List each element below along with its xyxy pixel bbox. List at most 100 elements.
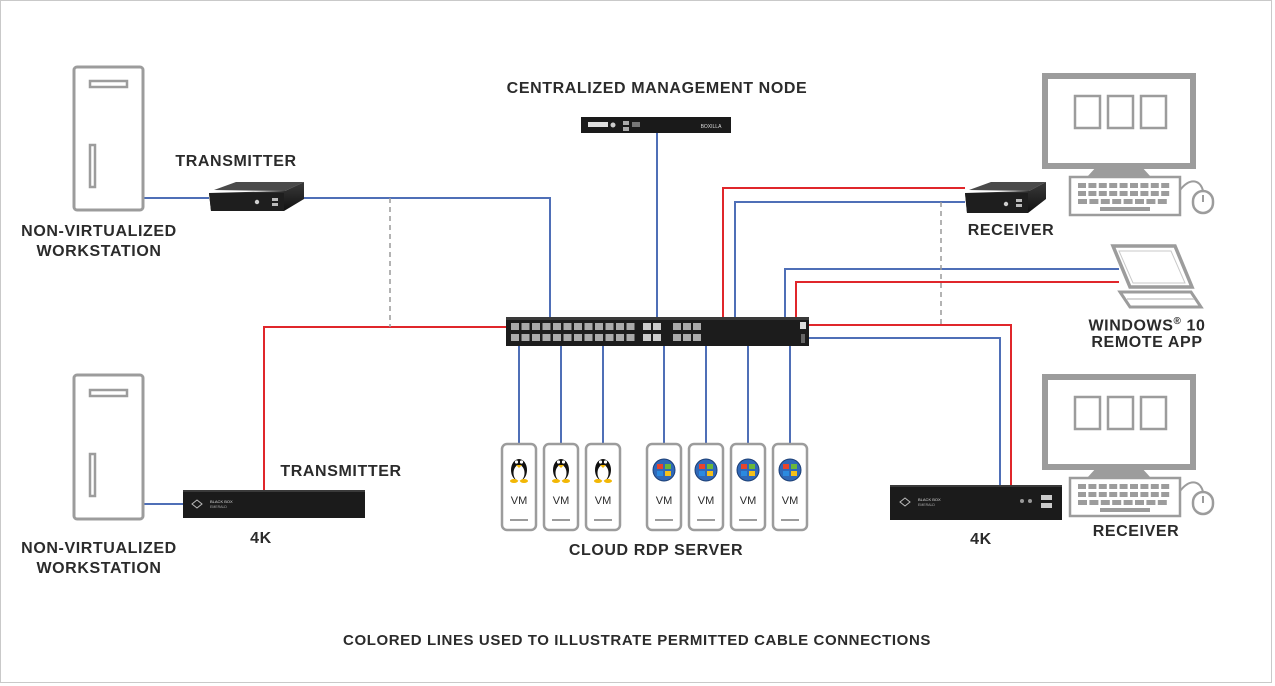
keyboard-key — [1130, 492, 1138, 497]
receiver-device-icon — [965, 182, 1046, 213]
switch-port — [574, 323, 582, 330]
red-cable-transmitter-bottom — [263, 326, 506, 490]
keyboard-key — [1109, 484, 1118, 489]
transmitter-bottom-model-label: 4K — [250, 530, 272, 547]
cable-layer — [144, 133, 1119, 505]
keyboard-key — [1146, 500, 1156, 505]
switch-port — [553, 334, 561, 341]
vm-label: VM — [740, 495, 757, 507]
switch-port — [511, 334, 519, 341]
workstation-bottom-label-line1: NON-VIRTUALIZED — [21, 540, 177, 557]
blue-cable-receiver-bottom — [809, 337, 1001, 485]
windows-version-text: 10 — [1181, 317, 1206, 335]
keyboard-spacebar — [1100, 207, 1150, 211]
linux-penguin-icon — [510, 459, 528, 483]
registered-mark: ® — [1173, 316, 1182, 327]
switch-port — [693, 323, 701, 330]
keyboard-key — [1088, 492, 1097, 497]
keyboard-key — [1150, 183, 1159, 188]
keyboard-key — [1150, 191, 1159, 196]
switch-port — [595, 334, 603, 341]
receiver-4k-device-icon: BLACK BOX EMERALD — [890, 485, 1062, 520]
switch-port — [673, 323, 681, 330]
keyboard-key — [1098, 183, 1107, 188]
vm-label: VM — [595, 495, 612, 507]
switch-port — [626, 323, 635, 330]
switch-port — [683, 334, 691, 341]
switch-port — [521, 334, 530, 341]
keyboard-key — [1146, 199, 1156, 204]
keyboard-key — [1088, 191, 1097, 196]
switch-sfp-port — [643, 334, 651, 341]
vm-label: VM — [698, 495, 715, 507]
keyboard-key — [1161, 183, 1170, 188]
vm-label: VM — [782, 495, 799, 507]
switch-port — [616, 334, 624, 341]
workstation-top-label-line2: WORKSTATION — [36, 243, 162, 260]
switch-port — [595, 323, 603, 330]
keyboard-icon — [1068, 476, 1182, 518]
red-cable-receiver-top — [722, 187, 965, 317]
keyboard-key — [1140, 492, 1149, 497]
switch-sfp-port — [653, 323, 661, 330]
keyboard-key — [1078, 199, 1087, 204]
workstation-top-label-line1: NON-VIRTUALIZED — [21, 223, 177, 240]
vm-server: VM — [500, 442, 538, 532]
cloud-rdp-server-label: CLOUD RDP SERVER — [568, 542, 744, 559]
linux-penguin-icon — [594, 459, 612, 483]
blue-cable-receiver-top — [734, 201, 965, 317]
transmitter-device-icon — [209, 182, 304, 211]
keyboard-key — [1078, 492, 1086, 497]
switch-port — [521, 323, 530, 330]
keyboard-spacebar — [1100, 508, 1150, 512]
keyboard-key — [1150, 492, 1159, 497]
keyboard-key — [1098, 492, 1107, 497]
keyboard-key — [1123, 500, 1133, 505]
keyboard-key — [1112, 199, 1122, 204]
keyboard-key — [1150, 484, 1159, 489]
windows-logo-icon — [736, 458, 760, 482]
transmitter-top-label: TRANSMITTER — [175, 153, 297, 170]
keyboard-key — [1135, 500, 1144, 505]
switch-port — [532, 334, 540, 341]
red-cable-receiver-bottom — [809, 324, 1012, 485]
switch-port — [616, 323, 624, 330]
footer-note: COLORED LINES USED TO ILLUSTRATE PERMITT… — [343, 632, 931, 649]
workstation-bottom-label-line2: WORKSTATION — [36, 560, 162, 577]
mouse-icon — [1179, 180, 1215, 215]
windows-logo-icon — [778, 458, 802, 482]
windows-logo-icon — [694, 458, 718, 482]
blue-cable-laptop — [784, 268, 1119, 317]
keyboard-key — [1119, 484, 1128, 489]
vm-server: VM — [729, 442, 767, 532]
keyboard-key — [1078, 191, 1086, 196]
workstation-tower-icon — [72, 373, 145, 521]
keyboard-key — [1100, 199, 1110, 204]
monitor-icon — [1042, 73, 1196, 177]
switch-port — [626, 334, 635, 341]
keyboard-key — [1135, 199, 1144, 204]
keyboard-key — [1109, 191, 1118, 196]
management-node-label: CENTRALIZED MANAGEMENT NODE — [506, 80, 808, 97]
switch-port — [683, 323, 691, 330]
switch-port — [673, 334, 681, 341]
keyboard-key — [1130, 183, 1138, 188]
switch-sfp-port — [653, 334, 661, 341]
receiver-top-label: RECEIVER — [967, 222, 1055, 239]
laptop-icon — [1110, 244, 1204, 309]
vm-label: VM — [511, 495, 528, 507]
keyboard-key — [1123, 199, 1133, 204]
switch-port — [511, 323, 519, 330]
switch-port — [553, 323, 561, 330]
keyboard-key — [1089, 500, 1099, 505]
transmitter-brand-sub: EMERALD — [210, 505, 227, 509]
keyboard-key — [1119, 183, 1128, 188]
vm-label: VM — [553, 495, 570, 507]
keyboard-key — [1098, 191, 1107, 196]
keyboard-key — [1161, 492, 1170, 497]
workstation-tower-icon — [72, 65, 145, 212]
vm-label: VM — [656, 495, 673, 507]
vm-server: VM — [771, 442, 809, 532]
transmitter-brand: BLACK BOX — [210, 499, 233, 504]
keyboard-key — [1098, 484, 1107, 489]
